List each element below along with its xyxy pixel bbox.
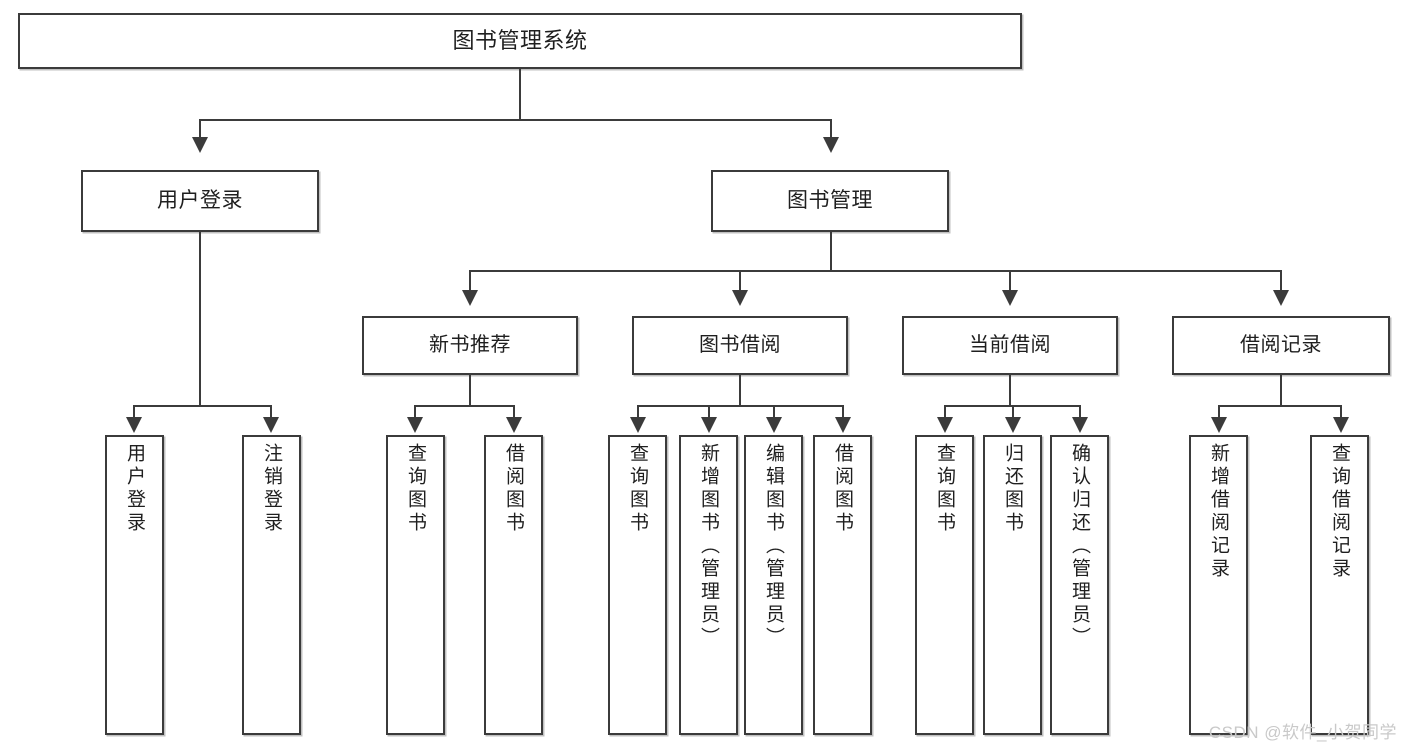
edge-new-book-rec-drop-2 (513, 405, 515, 419)
edge-book-mgmt-stem (830, 232, 832, 270)
node-current-borrow[interactable]: 当前借阅 (902, 316, 1118, 375)
node-label: 图书借阅 (699, 334, 781, 356)
edge-user-login-bus (133, 405, 271, 407)
node-label: 借阅图书 (832, 443, 854, 535)
edge-to-book-mgmt (830, 119, 832, 139)
node-label: 借阅记录 (1240, 334, 1322, 356)
node-label: 新书推荐 (429, 334, 511, 356)
leaf-add-borrow-record[interactable]: 新增借阅记录 (1189, 435, 1248, 735)
arrow-to-current-borrow (1002, 290, 1018, 306)
edge-book-borrow-drop-4 (842, 405, 844, 419)
edge-current-borrow-drop-1 (944, 405, 946, 419)
edge-new-book-rec-stem (469, 375, 471, 405)
edge-new-book-rec-drop-1 (414, 405, 416, 419)
edge-borrow-record-drop-1 (1218, 405, 1220, 419)
leaf-edit-book-admin[interactable]: 编辑图书（管理员） (744, 435, 803, 735)
node-label: 用户登录 (157, 188, 243, 212)
node-label: 编辑图书（管理员） (763, 443, 785, 650)
node-label: 注销登录 (261, 443, 283, 535)
edge-level3-drop-4 (1280, 270, 1282, 292)
edge-level2-bus (199, 119, 831, 121)
leaf-query-book-current[interactable]: 查询图书 (915, 435, 974, 735)
edge-current-borrow-drop-2 (1012, 405, 1014, 419)
node-label: 确认归还（管理员） (1069, 443, 1091, 650)
leaf-return-book[interactable]: 归还图书 (983, 435, 1042, 735)
leaf-confirm-return-admin[interactable]: 确认归还（管理员） (1050, 435, 1109, 735)
arrow-to-user-login (192, 137, 208, 153)
edge-level3-drop-1 (469, 270, 471, 292)
edge-level3-drop-3 (1009, 270, 1011, 292)
leaf-add-book-admin[interactable]: 新增图书（管理员） (679, 435, 738, 735)
arrow-leaf-confirm-return (1072, 417, 1088, 433)
node-book-management[interactable]: 图书管理 (711, 170, 949, 232)
arrow-leaf-query-book-3 (937, 417, 953, 433)
arrow-leaf-borrow-book-1 (506, 417, 522, 433)
arrow-leaf-query-book-2 (630, 417, 646, 433)
edge-borrow-record-drop-2 (1340, 405, 1342, 419)
node-label: 查询图书 (934, 443, 956, 535)
node-user-login[interactable]: 用户登录 (81, 170, 319, 232)
edge-current-borrow-stem (1009, 375, 1011, 405)
edge-user-login-stem (199, 232, 201, 405)
edge-new-book-rec-bus (414, 405, 514, 407)
edge-book-borrow-drop-1 (637, 405, 639, 419)
node-label: 查询借阅记录 (1329, 443, 1351, 581)
node-label: 图书管理系统 (452, 28, 588, 54)
edge-root-stem (519, 69, 521, 119)
edge-borrow-record-bus (1218, 405, 1341, 407)
leaf-user-login[interactable]: 用户登录 (105, 435, 164, 735)
edge-borrow-record-stem (1280, 375, 1282, 405)
arrow-to-new-book-rec (462, 290, 478, 306)
arrow-to-book-borrow (732, 290, 748, 306)
leaf-query-borrow-record[interactable]: 查询借阅记录 (1310, 435, 1369, 735)
edge-level3-bus (469, 270, 1281, 272)
node-label: 当前借阅 (969, 334, 1051, 356)
arrow-leaf-query-borrow-record (1333, 417, 1349, 433)
leaf-logout-login[interactable]: 注销登录 (242, 435, 301, 735)
arrow-leaf-borrow-book-2 (835, 417, 851, 433)
leaf-borrow-book-borrow[interactable]: 借阅图书 (813, 435, 872, 735)
node-label: 用户登录 (124, 443, 146, 535)
arrow-to-borrow-record (1273, 290, 1289, 306)
arrow-leaf-add-borrow-record (1211, 417, 1227, 433)
edge-user-login-drop-1 (133, 405, 135, 419)
node-new-book-recommend[interactable]: 新书推荐 (362, 316, 578, 375)
edge-user-login-drop-2 (270, 405, 272, 419)
csdn-watermark: CSDN @软件_小贺同学 (1208, 723, 1397, 742)
node-label: 图书管理 (787, 188, 873, 212)
leaf-borrow-book-rec[interactable]: 借阅图书 (484, 435, 543, 735)
node-label: 新增借阅记录 (1208, 443, 1230, 581)
node-label: 查询图书 (405, 443, 427, 535)
leaf-query-book-borrow[interactable]: 查询图书 (608, 435, 667, 735)
node-root-system[interactable]: 图书管理系统 (18, 13, 1022, 69)
arrow-leaf-return-book (1005, 417, 1021, 433)
arrow-leaf-logout-login (263, 417, 279, 433)
node-label: 借阅图书 (503, 443, 525, 535)
arrow-leaf-add-book (701, 417, 717, 433)
edge-book-borrow-stem (739, 375, 741, 405)
edge-book-borrow-bus (637, 405, 843, 407)
arrow-to-book-mgmt (823, 137, 839, 153)
node-label: 新增图书（管理员） (698, 443, 720, 650)
edge-book-borrow-drop-2 (708, 405, 710, 419)
node-label: 查询图书 (627, 443, 649, 535)
arrow-leaf-edit-book (766, 417, 782, 433)
edge-level3-drop-2 (739, 270, 741, 292)
edge-to-user-login (199, 119, 201, 139)
leaf-query-book-rec[interactable]: 查询图书 (386, 435, 445, 735)
node-book-borrow[interactable]: 图书借阅 (632, 316, 848, 375)
edge-book-borrow-drop-3 (773, 405, 775, 419)
node-borrow-record[interactable]: 借阅记录 (1172, 316, 1390, 375)
arrow-leaf-user-login (126, 417, 142, 433)
node-label: 归还图书 (1002, 443, 1024, 535)
edge-current-borrow-drop-3 (1079, 405, 1081, 419)
arrow-leaf-query-book-1 (407, 417, 423, 433)
